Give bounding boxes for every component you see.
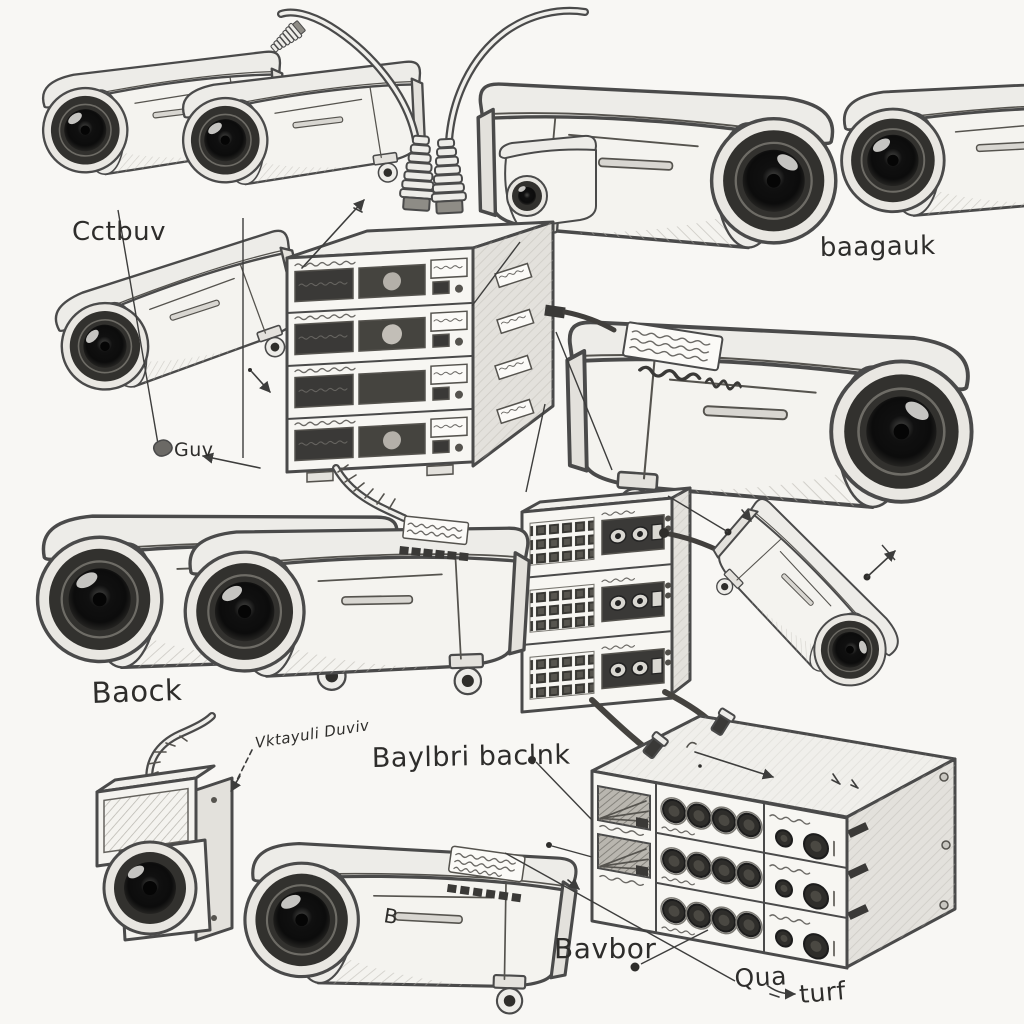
leader-lines xyxy=(117,199,896,982)
label-center-note: Baylbri baclnk xyxy=(372,740,571,774)
label-arrow-tick xyxy=(769,993,780,998)
label-recorder: Bavbor xyxy=(554,932,656,965)
dvr-unit xyxy=(294,310,468,356)
bnc-row xyxy=(660,847,763,889)
dvr-unit xyxy=(294,416,468,462)
bullet-camera-far-right xyxy=(840,79,1024,227)
label-arrow xyxy=(767,985,797,1000)
label-turf: turf xyxy=(798,976,848,1009)
dvr-unit xyxy=(294,257,468,303)
switch-unit xyxy=(529,643,671,700)
label-left-cameras: Baock xyxy=(91,673,183,710)
cable-strain-relief xyxy=(267,18,308,57)
label-top-left-camera: Cctbuv xyxy=(72,217,166,247)
dvr-unit xyxy=(294,363,468,409)
bullet-camera-mid-left xyxy=(44,226,319,412)
label-guv: Guv xyxy=(174,439,214,461)
bullet-camera-top-right-small xyxy=(498,134,597,229)
bullet-camera-mid-right xyxy=(565,320,974,522)
label-qua: Qua xyxy=(734,961,788,993)
center-dvr-rack xyxy=(285,220,555,483)
knob-panel xyxy=(769,913,835,960)
recorder-display-windows xyxy=(597,784,651,887)
middle-rack-front xyxy=(520,496,674,714)
rack-side-tags xyxy=(494,262,535,425)
switch-unit xyxy=(529,576,671,633)
label-top-right-camera: baagauk xyxy=(820,231,936,263)
camera-label-sticker xyxy=(622,321,724,372)
camera-button-row xyxy=(446,884,522,903)
middle-switch-rack xyxy=(520,486,692,714)
cable-strain-relief xyxy=(427,137,468,215)
bnc-row xyxy=(660,897,763,939)
bullet-camera-center-left-b xyxy=(181,515,533,698)
camera-button-row xyxy=(399,546,469,562)
recorder-unit xyxy=(590,714,957,970)
box-camera xyxy=(95,712,234,942)
recorder-front xyxy=(590,769,849,970)
knob-panel xyxy=(769,863,835,910)
bullet-camera-right-small xyxy=(692,494,915,708)
rack-front-face xyxy=(285,246,475,483)
label-box-camera: Vktayuli Duviv xyxy=(254,716,371,752)
bnc-row xyxy=(660,797,763,839)
camera-body-mark: B xyxy=(382,903,400,929)
camera-label-sticker xyxy=(402,515,470,546)
ribbed-conduit xyxy=(332,464,408,522)
guv-blob-icon xyxy=(152,439,173,457)
switch-unit xyxy=(529,509,671,566)
labels: Cctbuv baagauk Guv Baock Vktayuli Duviv … xyxy=(72,217,936,1009)
knob-panel xyxy=(769,813,835,860)
rack-input-cables xyxy=(267,6,589,215)
bullet-camera-bottom-center: B xyxy=(236,824,581,1021)
camera-label-sticker xyxy=(448,845,526,883)
